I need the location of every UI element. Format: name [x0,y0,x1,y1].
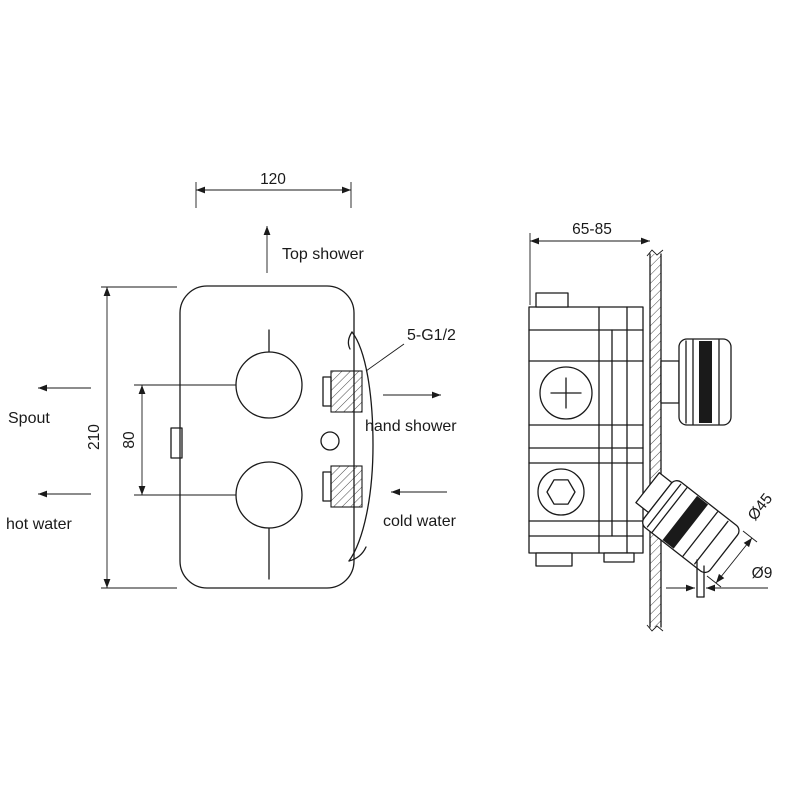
dim-spacing: 80 [121,384,236,496]
dim-depth-label: 65-85 [572,221,612,238]
valve-body [528,292,644,567]
hand-shower-callout: hand shower [365,391,457,435]
upper-port [322,370,363,413]
top-knob-side [660,338,732,426]
dim-depth: 65-85 [529,221,650,305]
mounting-clip [170,427,183,459]
dim-height-label: 210 [86,424,103,450]
label-spout: Spout [8,410,50,427]
dim-stem-diameter-label: Ø9 [752,565,773,582]
label-hot-water: hot water [6,516,72,533]
hex-port [537,468,585,516]
side-view: 65-85 [528,221,776,632]
center-port-detail [320,431,340,451]
lower-port [322,465,363,508]
top-shower-callout: Top shower [263,226,364,273]
dim-knob-diameter-label: Ø45 [745,490,776,524]
thread-callout: 5-G1/2 [365,327,456,372]
faceplate [179,285,355,589]
stem [696,559,705,598]
dim-width: 120 [195,171,352,208]
dim-spacing-label: 80 [121,431,138,449]
wall-section [646,249,664,632]
dim-width-label: 120 [260,171,286,188]
label-top-shower: Top shower [282,246,364,263]
temperature-knob [235,351,303,419]
profile-notch [347,331,353,350]
lower-knob-side [635,472,740,574]
dim-stem-diameter: Ø9 [666,565,773,592]
hot-water-callout: hot water [6,490,91,533]
label-cold-water: cold water [383,513,457,530]
trim-profile-curve [348,331,374,562]
cold-water-callout: cold water [383,488,457,530]
front-view: 120 Top shower [6,171,457,589]
dim-height: 210 [86,286,177,589]
label-hand-shower: hand shower [365,418,457,435]
spout-callout: Spout [8,384,91,427]
diverter-knob [235,461,303,529]
label-thread: 5-G1/2 [407,327,456,344]
spout-lip [348,546,367,562]
